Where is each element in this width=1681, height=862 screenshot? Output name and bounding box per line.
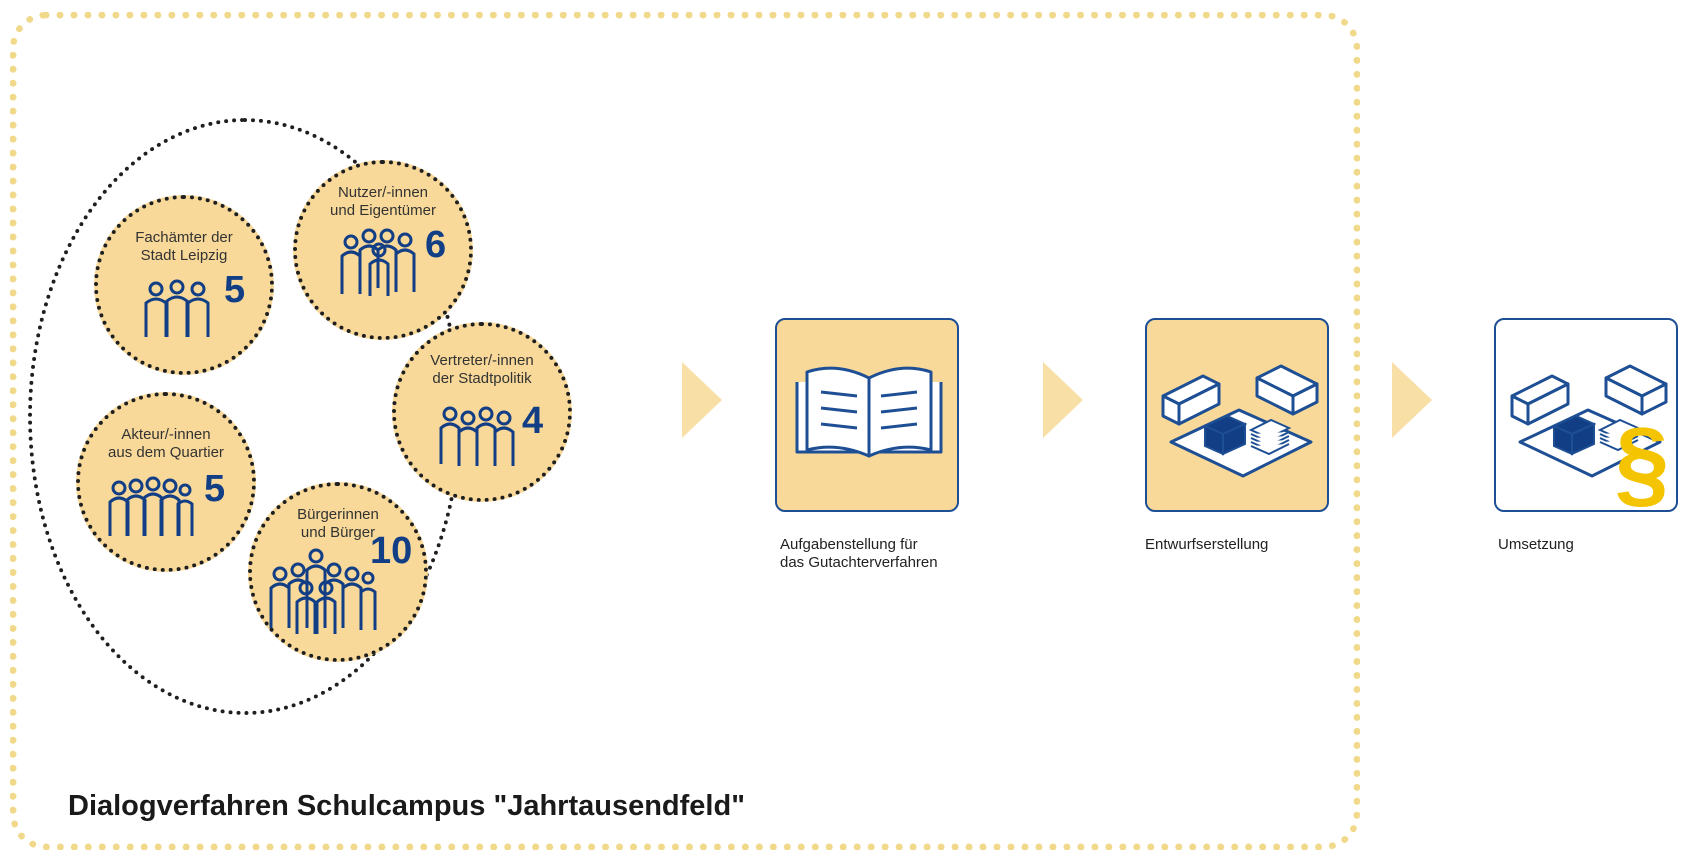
people-icon (339, 228, 423, 298)
group-vertreter: Vertreter/-innen der Stadtpolitik 4 (392, 322, 572, 502)
group-count: 5 (204, 468, 226, 510)
group-fachaemter: Fachämter der Stadt Leipzig 5 (94, 195, 274, 375)
group-label: Akteur/-innen aus dem Quartier (108, 426, 224, 461)
group-count: 5 (224, 269, 246, 311)
people-icon (438, 404, 518, 468)
group-label: Nutzer/-innen und Eigentümer (330, 184, 436, 219)
svg-text:§: § (1615, 407, 1670, 514)
group-label: Bürgerinnen und Bürger (297, 506, 379, 541)
process-frame (10, 12, 1360, 850)
building-blocks-icon (1161, 364, 1319, 478)
arrow-icon (1043, 362, 1083, 438)
group-akteur: Akteur/-innen aus dem Quartier 5 (76, 392, 256, 572)
group-label: Fachämter der Stadt Leipzig (135, 229, 233, 264)
page-title: Dialogverfahren Schulcampus "Jahrtausend… (68, 790, 745, 822)
book-icon (795, 366, 943, 458)
group-nutzer: Nutzer/-innen und Eigentümer 6 (293, 160, 473, 340)
step-label: Umsetzung (1498, 536, 1574, 553)
step-aufgabenstellung (775, 318, 959, 512)
group-count: 4 (522, 400, 544, 442)
arrow-icon (1392, 362, 1432, 438)
step-umsetzung: § (1494, 318, 1678, 514)
step-label: Entwurfserstellung (1145, 536, 1269, 553)
people-icon (268, 548, 380, 636)
step-label: Aufgabenstellung für das Gutachterverfah… (780, 536, 938, 571)
group-count: 6 (425, 224, 447, 266)
arrow-icon (682, 362, 722, 438)
group-label: Vertreter/-innen der Stadtpolitik (430, 352, 534, 387)
people-icon (108, 476, 194, 538)
group-buerger: Bürgerinnen und Bürger 10 (248, 482, 428, 662)
building-paragraph-icon: § (1510, 364, 1670, 514)
step-entwurfserstellung (1145, 318, 1329, 512)
people-icon (142, 279, 212, 339)
group-count: 10 (370, 530, 413, 572)
